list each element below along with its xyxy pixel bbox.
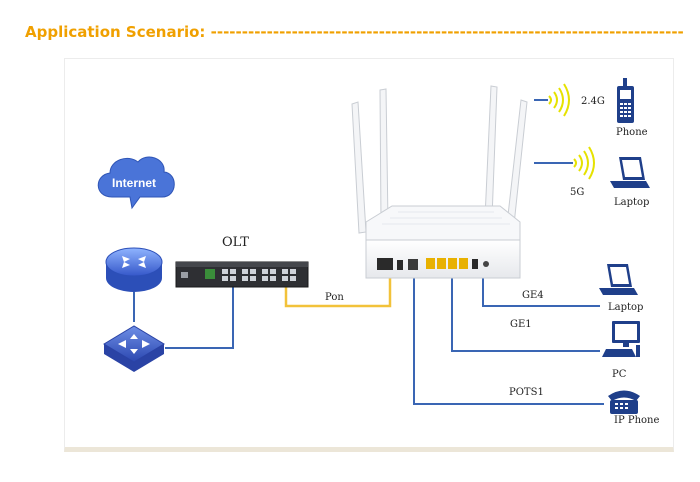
internet-cloud-icon — [97, 156, 175, 210]
pc-icon — [602, 321, 640, 357]
router-icon — [105, 247, 163, 292]
pc-label: PC — [612, 369, 627, 380]
onu-router-device — [351, 85, 528, 279]
laptop-wifi-label: Laptop — [614, 197, 649, 208]
olt-device — [175, 261, 309, 288]
ip-phone-icon — [608, 390, 640, 414]
laptop-wifi-icon — [610, 157, 650, 188]
cable-ge1-pc — [451, 278, 600, 352]
pots1-label: POTS1 — [509, 387, 544, 398]
mobile-phone-icon — [617, 78, 634, 123]
wifi-5g-label: 5G — [570, 187, 584, 198]
laptop-wired-icon — [599, 264, 638, 295]
cable-pots1-ipphone — [413, 278, 604, 405]
internet-label: Internet — [112, 176, 156, 190]
cable-switch-olt — [165, 287, 234, 349]
ge4-label: GE4 — [522, 290, 544, 301]
olt-label: OLT — [222, 235, 249, 250]
wifi-24g-waves-icon — [548, 83, 570, 117]
ge1-label: GE1 — [510, 319, 532, 330]
wifi-24g-label: 2.4G — [581, 96, 605, 107]
ip-phone-label: IP Phone — [614, 415, 659, 426]
pon-fiber-cable — [284, 278, 392, 308]
laptop-wired-label: Laptop — [608, 302, 643, 313]
switch-icon — [103, 325, 165, 372]
pon-label: Pon — [325, 292, 344, 303]
phone-label: Phone — [616, 127, 648, 138]
wifi-5g-waves-icon — [573, 146, 595, 180]
cable-ge4-laptop — [482, 278, 600, 307]
section-heading: Application Scenario: ------------------… — [25, 23, 684, 41]
